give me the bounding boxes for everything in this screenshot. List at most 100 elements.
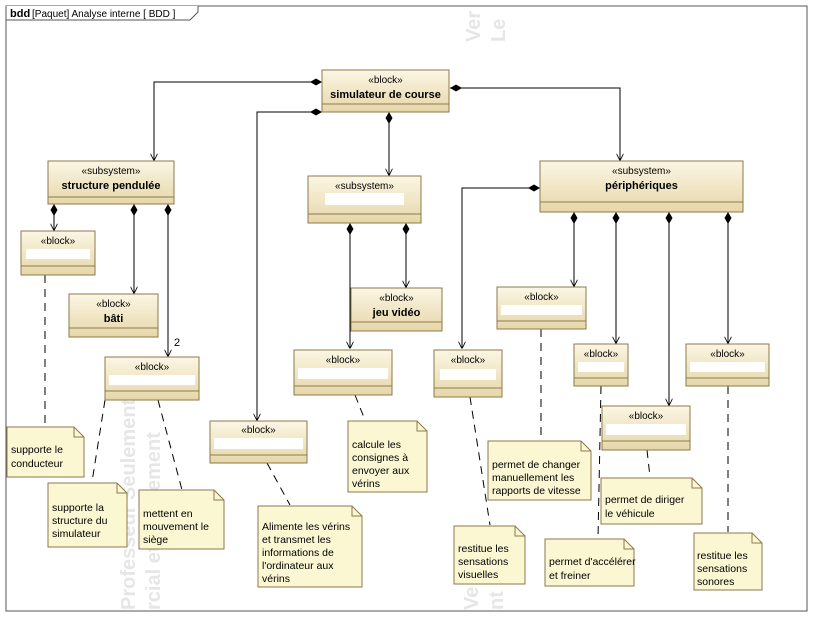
note-volant: permet de diriger le véhicule — [600, 477, 703, 525]
composition-connectors — [54, 81, 728, 420]
composition-line — [450, 87, 620, 160]
block-volant[interactable]: «block» — [601, 405, 691, 451]
note-line: structure du — [52, 515, 108, 527]
note-anchors — [44, 275, 729, 539]
svg-text:supporte la structure du: supporte la structure du simulateur — [52, 502, 110, 540]
note-line: visuelles — [458, 569, 498, 581]
block-stereotype: «block» — [451, 355, 486, 366]
note-line: mouvement le — [143, 521, 209, 533]
note-line: informations de — [262, 547, 334, 559]
block-alimentation[interactable]: «block» — [209, 420, 308, 464]
note-line: et transmet les — [262, 534, 331, 546]
note-conducteur: supporte le conducteur — [6, 426, 85, 478]
note-line: vérins — [352, 478, 380, 490]
svg-text:restitue les sensations: restitue les sensations sonores — [697, 550, 751, 588]
note-line: permet d'accélérer — [549, 556, 636, 568]
diagram-frame: bdd [Paquet] Analyse interne [ BDD ] — [5, 5, 808, 612]
composition-diamond — [570, 212, 578, 224]
block-verins[interactable]: «block» — [104, 356, 200, 401]
block-sonore[interactable]: «block» — [685, 343, 770, 387]
note-anchor — [469, 396, 491, 526]
svg-text:permet de diriger le véh: permet de diriger le véhicule — [605, 494, 687, 520]
svg-text:permet de changer manuel: permet de changer manuellement les rappo… — [492, 459, 583, 497]
svg-text:supporte le conducteur: supporte le conducteur — [11, 444, 66, 470]
note-line: supporte la — [52, 502, 104, 514]
block-rapports[interactable]: «block» — [496, 286, 587, 330]
block-stereotype: «block» — [379, 293, 414, 304]
note-line: simulateur — [52, 528, 101, 540]
note-line: rapports de vitesse — [492, 485, 581, 497]
block-stereotype: «subsystem» — [612, 166, 671, 177]
note-line: manuellement les — [492, 472, 574, 484]
composition-diamond — [402, 223, 410, 235]
block-stereotype: «block» — [524, 292, 559, 303]
note-anchor — [646, 449, 651, 478]
block-pedales[interactable]: «block» — [573, 343, 629, 387]
block-stereotype: «block» — [135, 362, 170, 373]
watermark-text: Le — [488, 19, 510, 42]
frame-label: [Paquet] Analyse interne [ BDD ] — [32, 9, 176, 20]
note-line: restitue les — [697, 550, 748, 562]
note-line: et freiner — [549, 570, 591, 582]
composition-diamond — [50, 204, 58, 216]
note-sonore: restitue les sensations sonores — [693, 532, 763, 591]
block-name: simulateur de course — [330, 89, 441, 101]
block-name: structure pendulée — [61, 180, 160, 192]
watermark-text: Professeur Seulement — [118, 398, 140, 610]
subsystem-peripheriques[interactable]: «subsystem» périphériques — [539, 160, 744, 213]
note-line: vérins — [262, 573, 290, 585]
note-alimentation: Alimente les vérins et transmet les info… — [257, 505, 363, 588]
multiplicity-label: 2 — [174, 337, 180, 349]
note-visuel: restitue les sensations visuelles — [453, 525, 526, 585]
note-line: siège — [143, 534, 168, 546]
note-pedales: permet d'accélérer et freiner — [544, 538, 639, 587]
block-bati[interactable]: «block» bâti — [68, 293, 159, 338]
subsystem-structure-pendulee[interactable]: «subsystem» structure pendulée — [47, 160, 175, 205]
block-stereotype: «block» — [584, 349, 619, 360]
note-line: sensations — [697, 563, 747, 575]
note-line: le véhicule — [605, 508, 655, 520]
note-line: permet de diriger — [605, 494, 685, 506]
note-line: restitue les — [458, 543, 509, 555]
note-line: permet de changer — [492, 459, 581, 471]
block-calcul[interactable]: «block» — [293, 349, 393, 396]
svg-text:permet d'accélérer et fr: permet d'accélérer et freiner — [549, 556, 639, 582]
block-stereotype: «subsystem» — [335, 181, 394, 192]
subsystem-unnamed[interactable]: «subsystem» — [307, 175, 422, 224]
block-simulateur-de-course[interactable]: «block» simulateur de course — [321, 69, 450, 113]
watermark-text: Ve — [461, 587, 483, 610]
note-line: sensations — [458, 556, 508, 568]
frame-kind: bdd — [10, 8, 30, 20]
composition-diamond — [346, 223, 354, 235]
note-bati: supporte la structure du simulateur — [47, 482, 128, 548]
block-conducteur[interactable]: «block» — [20, 230, 96, 276]
note-line: calcule les — [352, 439, 401, 451]
svg-text:calcule les consignes à: calcule les consignes à envoyer aux véri… — [352, 439, 412, 490]
block-stereotype: «block» — [326, 355, 361, 366]
composition-diamond — [528, 184, 540, 192]
composition-diamond — [665, 212, 673, 224]
composition-diamond — [164, 204, 172, 216]
note-line: Alimente les vérins — [262, 521, 350, 533]
composition-diamond — [130, 204, 138, 216]
composition-diamonds — [50, 78, 732, 235]
watermark-text: nt — [486, 591, 508, 610]
note-line: mettent en — [143, 508, 193, 520]
watermark-text: Ver — [463, 11, 485, 42]
block-jeu-video[interactable]: «block» jeu vidéo — [350, 287, 443, 332]
note-verins: mettent en mouvement le siège — [138, 489, 225, 550]
note-anchor — [157, 399, 183, 491]
note-anchor — [597, 385, 602, 539]
block-visuel[interactable]: «block» — [433, 349, 503, 398]
composition-diamond — [310, 78, 322, 86]
composition-diamond — [724, 212, 732, 224]
svg-text:restitue les sensations: restitue les sensations visuelles — [458, 543, 512, 581]
block-name: bâti — [104, 313, 124, 325]
composition-diamond — [310, 108, 322, 116]
composition-diamond — [450, 84, 462, 92]
composition-line — [257, 111, 322, 420]
note-anchor — [266, 462, 291, 506]
note-calcul: calcule les consignes à envoyer aux véri… — [347, 420, 428, 493]
composition-line — [462, 187, 540, 348]
note-anchor — [91, 399, 106, 483]
